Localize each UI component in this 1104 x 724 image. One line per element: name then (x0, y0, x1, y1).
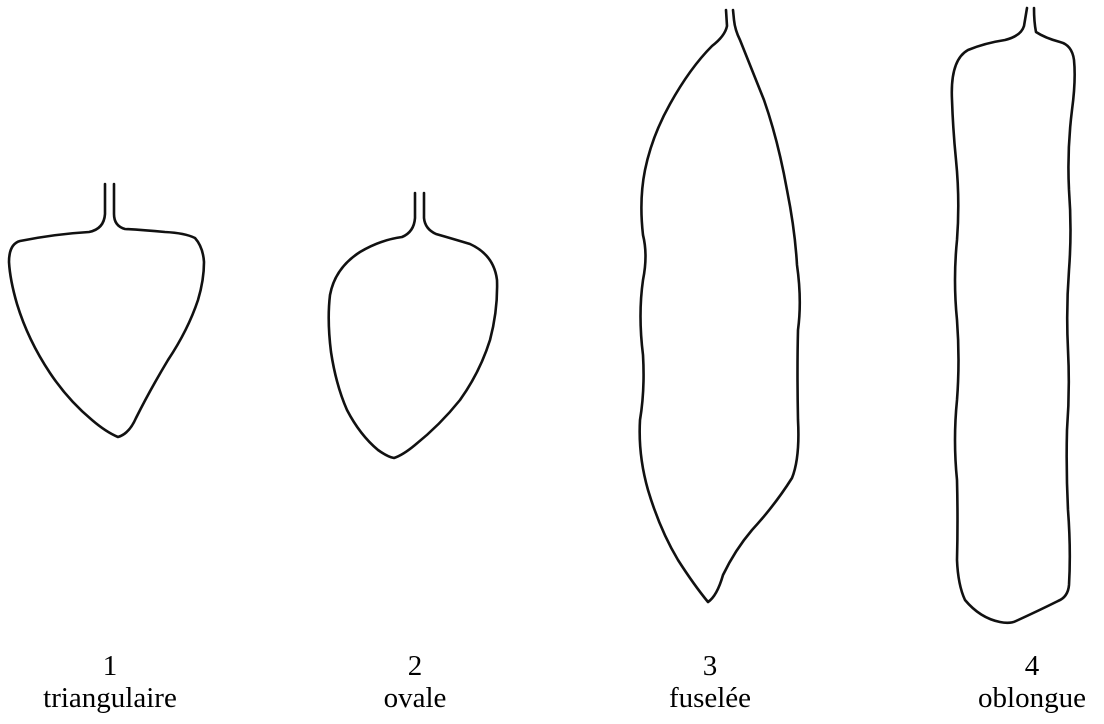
shape-name: ovale (315, 682, 515, 714)
shape-number: 3 (610, 650, 810, 682)
shape-label-4: 4 oblongue (932, 650, 1104, 714)
shape-label-2: 2 ovale (315, 650, 515, 714)
shape-triangulaire-outline (9, 184, 204, 437)
shape-fuselee-outline (640, 10, 800, 602)
shape-label-3: 3 fuselée (610, 650, 810, 714)
shape-number: 2 (315, 650, 515, 682)
shape-name: fuselée (610, 682, 810, 714)
shape-number: 1 (10, 650, 210, 682)
shape-name: triangulaire (10, 682, 210, 714)
shape-label-1: 1 triangulaire (10, 650, 210, 714)
shape-ovale-outline (329, 193, 497, 458)
shape-number: 4 (932, 650, 1104, 682)
shape-name: oblongue (932, 682, 1104, 714)
shape-oblongue-outline (952, 8, 1075, 623)
